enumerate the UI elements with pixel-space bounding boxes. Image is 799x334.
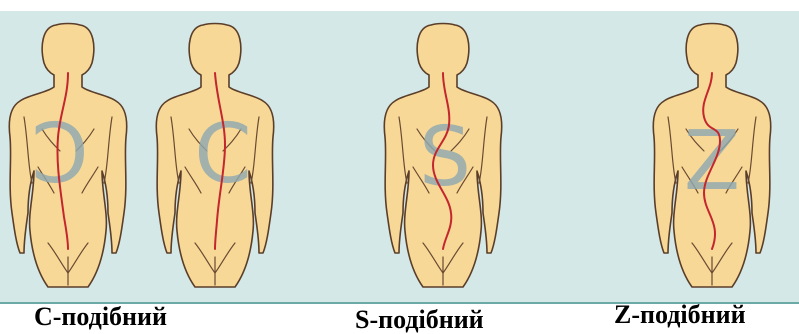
curve-letter: S: [419, 110, 471, 205]
figure-s-drawing: S: [373, 17, 513, 302]
figure-z: Z: [642, 17, 782, 302]
figure-s: S: [373, 17, 513, 302]
figure-z-drawing: Z: [642, 17, 782, 302]
figure-c-left-drawing: Ɔ: [0, 17, 138, 302]
figure-c-right: C: [145, 17, 285, 302]
caption-z-shaped: Z-подібний: [614, 302, 746, 328]
figure-c-left: Ɔ: [0, 17, 138, 302]
figure-c-right-drawing: C: [145, 17, 285, 302]
caption-s-shaped: S-подібний: [355, 307, 484, 333]
caption-c-shaped: C-подібний: [34, 304, 167, 330]
